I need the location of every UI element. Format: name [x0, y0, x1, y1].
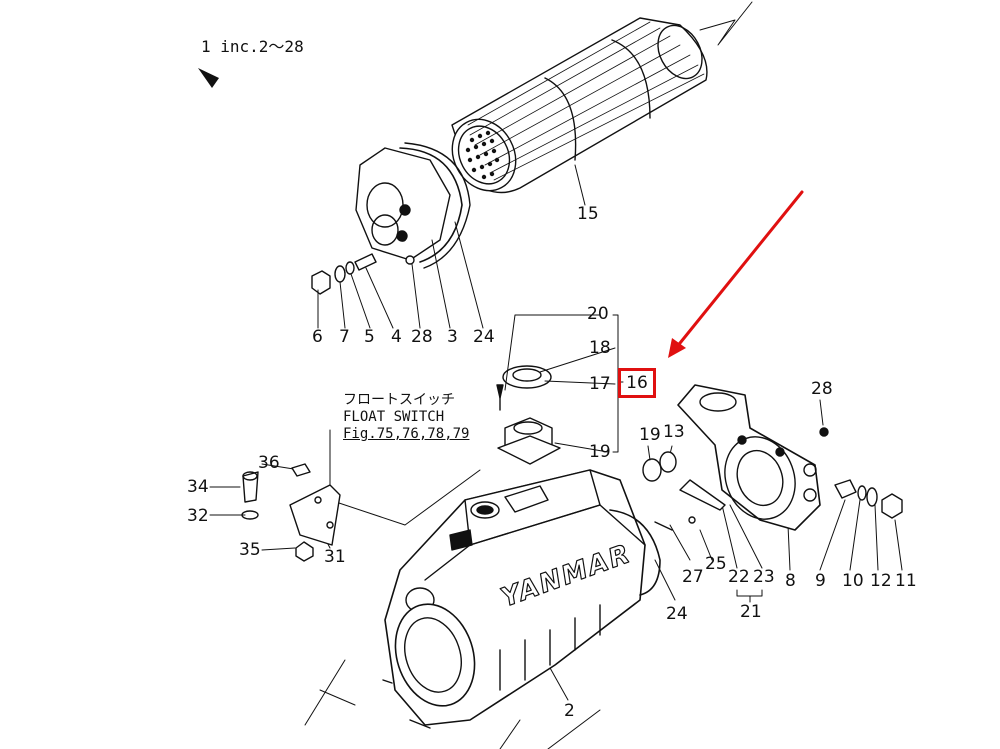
part-label-19[interactable]: 19	[589, 442, 611, 462]
part-label-36[interactable]: 36	[258, 453, 280, 473]
part-label-8[interactable]: 8	[785, 571, 796, 591]
part-label-34[interactable]: 34	[187, 477, 209, 497]
highlighted-part-16[interactable]: 16	[618, 368, 656, 398]
part-label-28[interactable]: 28	[811, 379, 833, 399]
float-bracket	[241, 463, 341, 562]
part-label-28[interactable]: 28	[411, 327, 433, 347]
part-label-10[interactable]: 10	[842, 571, 864, 591]
part-label-16: 16	[626, 372, 648, 393]
part-label-31[interactable]: 31	[324, 547, 346, 567]
red-pointer-arrow	[668, 190, 804, 358]
part-label-24[interactable]: 24	[473, 327, 495, 347]
float-switch-en-label: FLOAT SWITCH	[343, 409, 445, 425]
float-switch-jp-label: フロートスイッチ	[343, 392, 455, 408]
part-label-13[interactable]: 13	[663, 422, 685, 442]
part-label-11[interactable]: 11	[895, 571, 917, 591]
part-label-2[interactable]: 2	[564, 701, 575, 721]
end-cover	[355, 142, 471, 269]
part-label-6[interactable]: 6	[312, 327, 323, 347]
part-label-15[interactable]: 15	[577, 204, 599, 224]
cooler-housing	[382, 469, 661, 729]
return-cover	[677, 384, 821, 531]
part-label-25[interactable]: 25	[705, 554, 727, 574]
extension-lines	[304, 1, 753, 749]
part-label-23[interactable]: 23	[753, 567, 775, 587]
part-label-7[interactable]: 7	[339, 327, 350, 347]
part-label-20[interactable]: 20	[587, 304, 609, 324]
part-label-21[interactable]: 21	[740, 602, 762, 622]
cooler-core	[451, 17, 708, 194]
assembly-reference: 1 inc.2～28	[201, 37, 304, 56]
part-label-19[interactable]: 19	[639, 425, 661, 445]
part-label-35[interactable]: 35	[239, 540, 261, 560]
float-switch-parts	[496, 365, 561, 465]
drain-parts	[311, 234, 415, 295]
part-label-4[interactable]: 4	[391, 327, 402, 347]
part-label-32[interactable]: 32	[187, 506, 209, 526]
part-label-22[interactable]: 22	[728, 567, 750, 587]
part-label-12[interactable]: 12	[870, 571, 892, 591]
part-label-17[interactable]: 17	[589, 374, 611, 394]
part-label-27[interactable]: 27	[682, 567, 704, 587]
part-label-3[interactable]: 3	[447, 327, 458, 347]
part-label-18[interactable]: 18	[589, 338, 611, 358]
float-switch-fig-ref: Fig.75,76,78,79	[343, 426, 470, 442]
part-label-24[interactable]: 24	[666, 604, 688, 624]
leader-lines	[209, 164, 903, 701]
direction-arrow-icon	[198, 68, 219, 88]
part-label-5[interactable]: 5	[364, 327, 375, 347]
part-label-9[interactable]: 9	[815, 571, 826, 591]
right-small-parts	[642, 427, 903, 531]
